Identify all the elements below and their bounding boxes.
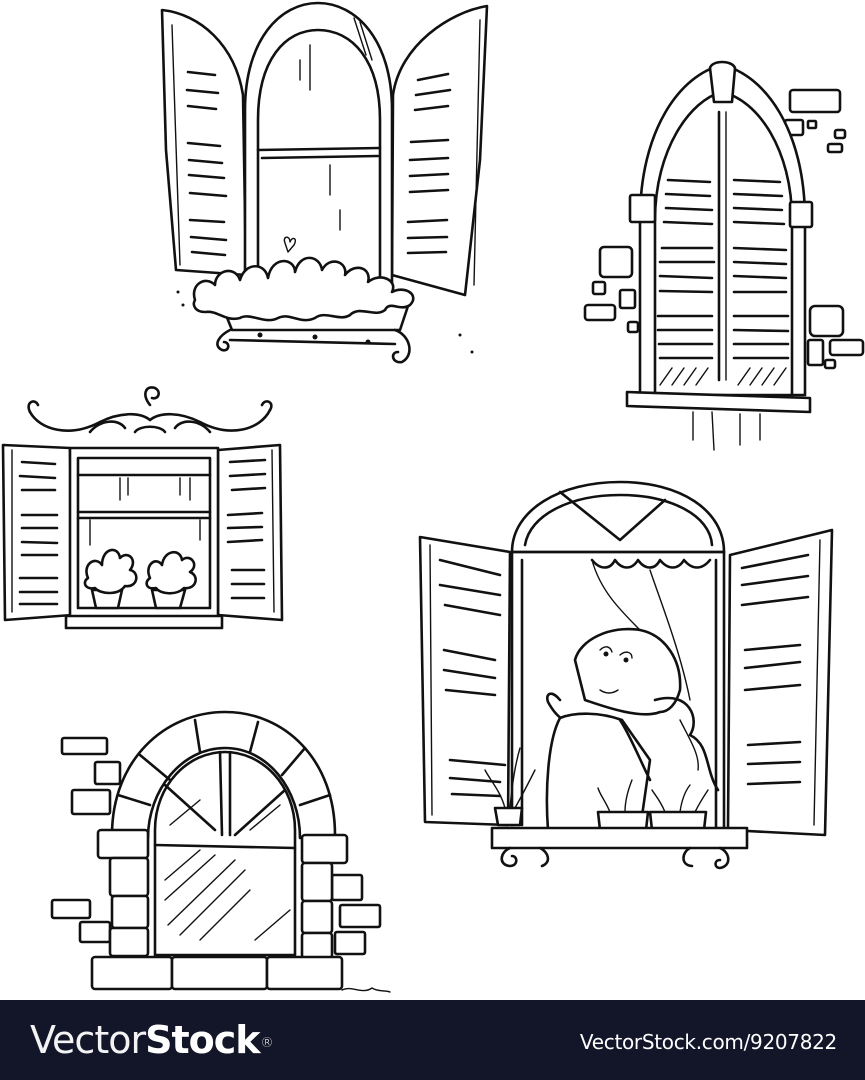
illustration-girl-at-window bbox=[418, 480, 834, 870]
image-id-link[interactable]: VectorStock.com/9207822 bbox=[579, 1030, 837, 1054]
illustration-ornate-window bbox=[1, 386, 284, 630]
illustration-canvas bbox=[1, 1, 865, 993]
registered-mark: ® bbox=[260, 1036, 274, 1051]
footer-bar: VectorStock® VectorStock.com/9207822 bbox=[0, 1000, 865, 1080]
illustration-arched-window-flower-box bbox=[160, 1, 489, 364]
illustration-stone-arch-window bbox=[50, 710, 391, 993]
brand-bold-text: Stock bbox=[145, 1018, 260, 1062]
window-sketches bbox=[1, 1, 865, 993]
illustration-gothic-window bbox=[583, 60, 865, 451]
brand-light-text: Vector bbox=[30, 1018, 146, 1062]
vectorstock-logo[interactable]: VectorStock® bbox=[30, 1018, 274, 1062]
